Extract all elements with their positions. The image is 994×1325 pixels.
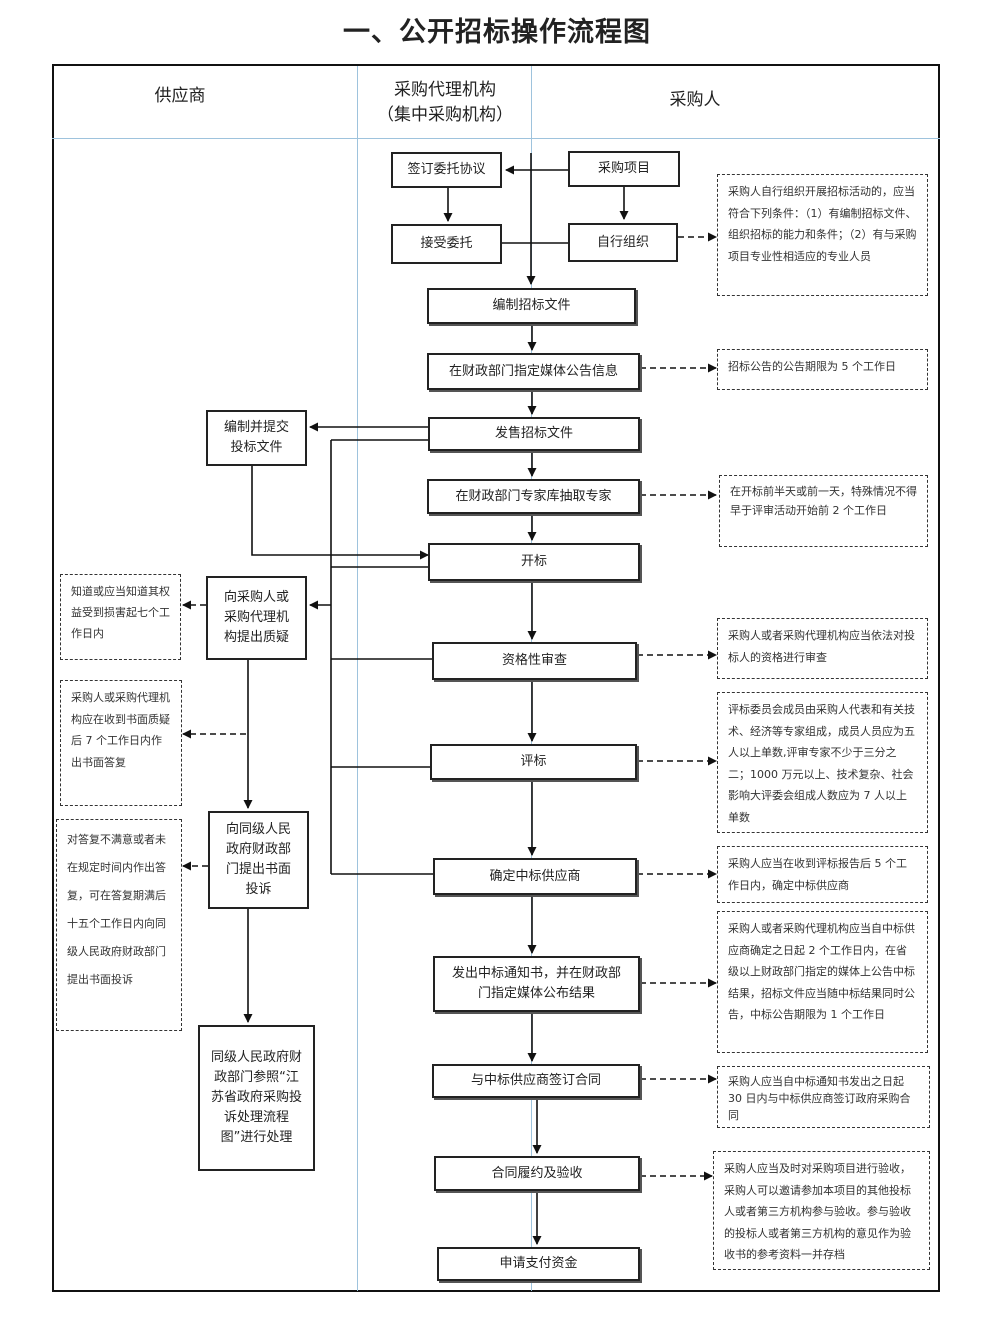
announce-info-box: 在财政部门指定媒体公告信息 [427, 353, 640, 390]
complaint-deadline-note: 对答复不满意或者未在规定时间内作出答复，可在答复期满后十五个工作日内向同级人民政… [56, 819, 182, 1031]
file-complaint-box: 向同级人民政府财政部门提出书面投诉 [208, 811, 309, 909]
apply-payment-box: 申请支付资金 [437, 1247, 640, 1281]
winner-deadline-note: 采购人应当在收到评标报告后 5 个工作日内，确定中标供应商 [717, 846, 928, 903]
expert-timing-note: 在开标前半天或前一天，特殊情况不得早于评审活动开始前 2 个工作日 [719, 475, 928, 547]
self-organize-note: 采购人自行组织开展招标活动的，应当符合下列条件：（1）有编制招标文件、组织招标的… [717, 174, 928, 296]
announce-period-note: 招标公告的公告期限为 5 个工作日 [717, 349, 928, 390]
lane-header-purchaser: 采购人 [669, 90, 721, 110]
extract-experts-box: 在财政部门专家库抽取专家 [427, 479, 640, 514]
acceptance-note: 采购人应当及时对采购项目进行验收，采购人可以邀请参加本项目的其他投标人或者第三方… [713, 1151, 930, 1270]
notify-winner-box: 发出中标通知书，并在财政部门指定媒体公布结果 [433, 956, 640, 1012]
lane-divider-left [357, 66, 358, 1291]
complaint-handling-box: 同级人民政府财政部门参照“江苏省政府采购投诉处理流程图”进行处理 [198, 1025, 315, 1171]
lane-header-agency: 采购代理机构 （集中采购机构） [360, 78, 530, 128]
qualification-note: 采购人或者采购代理机构应当依法对投标人的资格进行审查 [717, 618, 928, 679]
lane-header-supplier: 供应商 [154, 86, 206, 106]
purchase-project-box: 采购项目 [568, 151, 680, 187]
question-deadline-note: 知道或应当知道其权益受到损害起七个工作日内 [60, 574, 181, 660]
determine-winner-box: 确定中标供应商 [433, 858, 637, 895]
contract-performance-box: 合同履约及验收 [434, 1156, 640, 1191]
bid-evaluation-box: 评标 [430, 744, 637, 780]
prepare-bid-box: 编制并提交投标文件 [206, 410, 307, 466]
accept-entrust-box: 接受委托 [391, 224, 502, 264]
page-title: 一、公开招标操作流程图 [343, 17, 651, 48]
sign-contract-box: 与中标供应商签订合同 [432, 1064, 640, 1098]
reply-deadline-note: 采购人或采购代理机构应在收到书面质疑后 7 个工作日内作出书面答复 [60, 680, 182, 806]
evaluation-committee-note: 评标委员会成员由采购人代表和有关技术、经济等专家组成，成员人员应为五人以上单数,… [717, 692, 928, 833]
raise-question-box: 向采购人或采购代理机构提出质疑 [206, 576, 307, 660]
lane-header-divider [52, 138, 940, 139]
prepare-tender-doc-box: 编制招标文件 [427, 288, 636, 324]
sell-tender-doc-box: 发售招标文件 [428, 417, 640, 451]
sign-agreement-box: 签订委托协议 [391, 152, 502, 188]
contract-deadline-note: 采购人应当自中标通知书发出之日起 30 日内与中标供应商签订政府采购合同 [717, 1066, 930, 1128]
self-organize-box: 自行组织 [568, 223, 678, 262]
lane-header-agency-line1: 采购代理机构 [394, 80, 496, 100]
flowchart-frame [52, 64, 940, 1292]
qualification-review-box: 资格性审查 [432, 642, 637, 680]
open-bid-box: 开标 [428, 543, 640, 581]
lane-header-agency-line2: （集中采购机构） [377, 105, 513, 125]
publish-result-note: 采购人或者采购代理机构应当自中标供应商确定之日起 2 个工作日内，在省级以上财政… [717, 911, 928, 1053]
